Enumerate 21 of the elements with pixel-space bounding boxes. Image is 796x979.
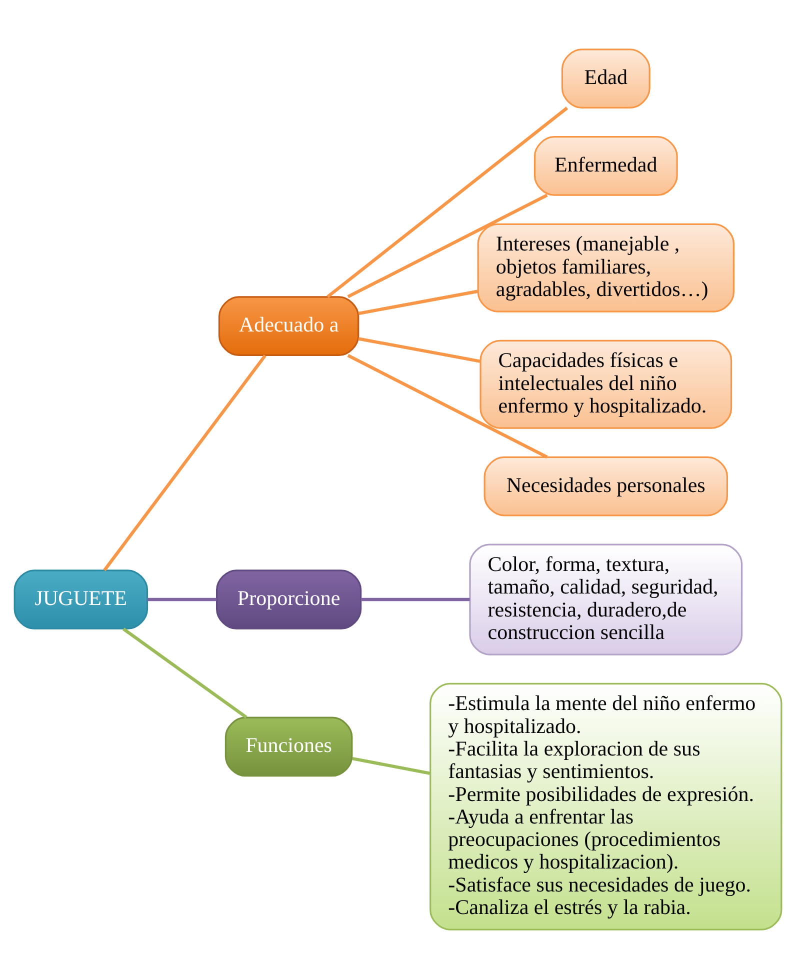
connector bbox=[347, 194, 548, 298]
node-box: Necesidades personales bbox=[484, 456, 728, 516]
node-box: Capacidades físicas e intelectuales del niño enfermo y hospitalizado. bbox=[480, 340, 732, 429]
node-box: -Estimula la mente del niño enfermo y hospitalizado. -Facilita la exploracion de sus fantasias y sentimientos. -Permite posibilidades de expresión. -Ayuda a enfrentar las preocupaciones (procedimientos medicos y hospitalizacion). -Satisface sus necesidades de juego. -Canaliza el estrés y la rabia. bbox=[430, 682, 782, 930]
node-box: Adecuado a bbox=[218, 296, 360, 356]
connector bbox=[147, 598, 216, 602]
node-box: Proporcione bbox=[216, 570, 362, 630]
node-box: Color, forma, textura, tamaño, calidad, seguridad, resistencia, duradero,de construccion sencilla bbox=[469, 544, 743, 656]
connector bbox=[352, 756, 430, 775]
node-box: Funciones bbox=[224, 716, 353, 777]
connector bbox=[103, 354, 266, 572]
node-box: Enfermedad bbox=[534, 136, 678, 196]
connector bbox=[360, 598, 470, 602]
connector bbox=[358, 337, 480, 363]
connector bbox=[122, 628, 248, 719]
node-box: JUGUETE bbox=[14, 570, 148, 630]
node-box: Edad bbox=[561, 48, 650, 109]
connector bbox=[347, 354, 548, 459]
connector bbox=[358, 290, 478, 316]
node-box: Intereses (manejable , objetos familiares, agradables, divertidos…) bbox=[477, 223, 734, 312]
connector bbox=[326, 106, 568, 298]
